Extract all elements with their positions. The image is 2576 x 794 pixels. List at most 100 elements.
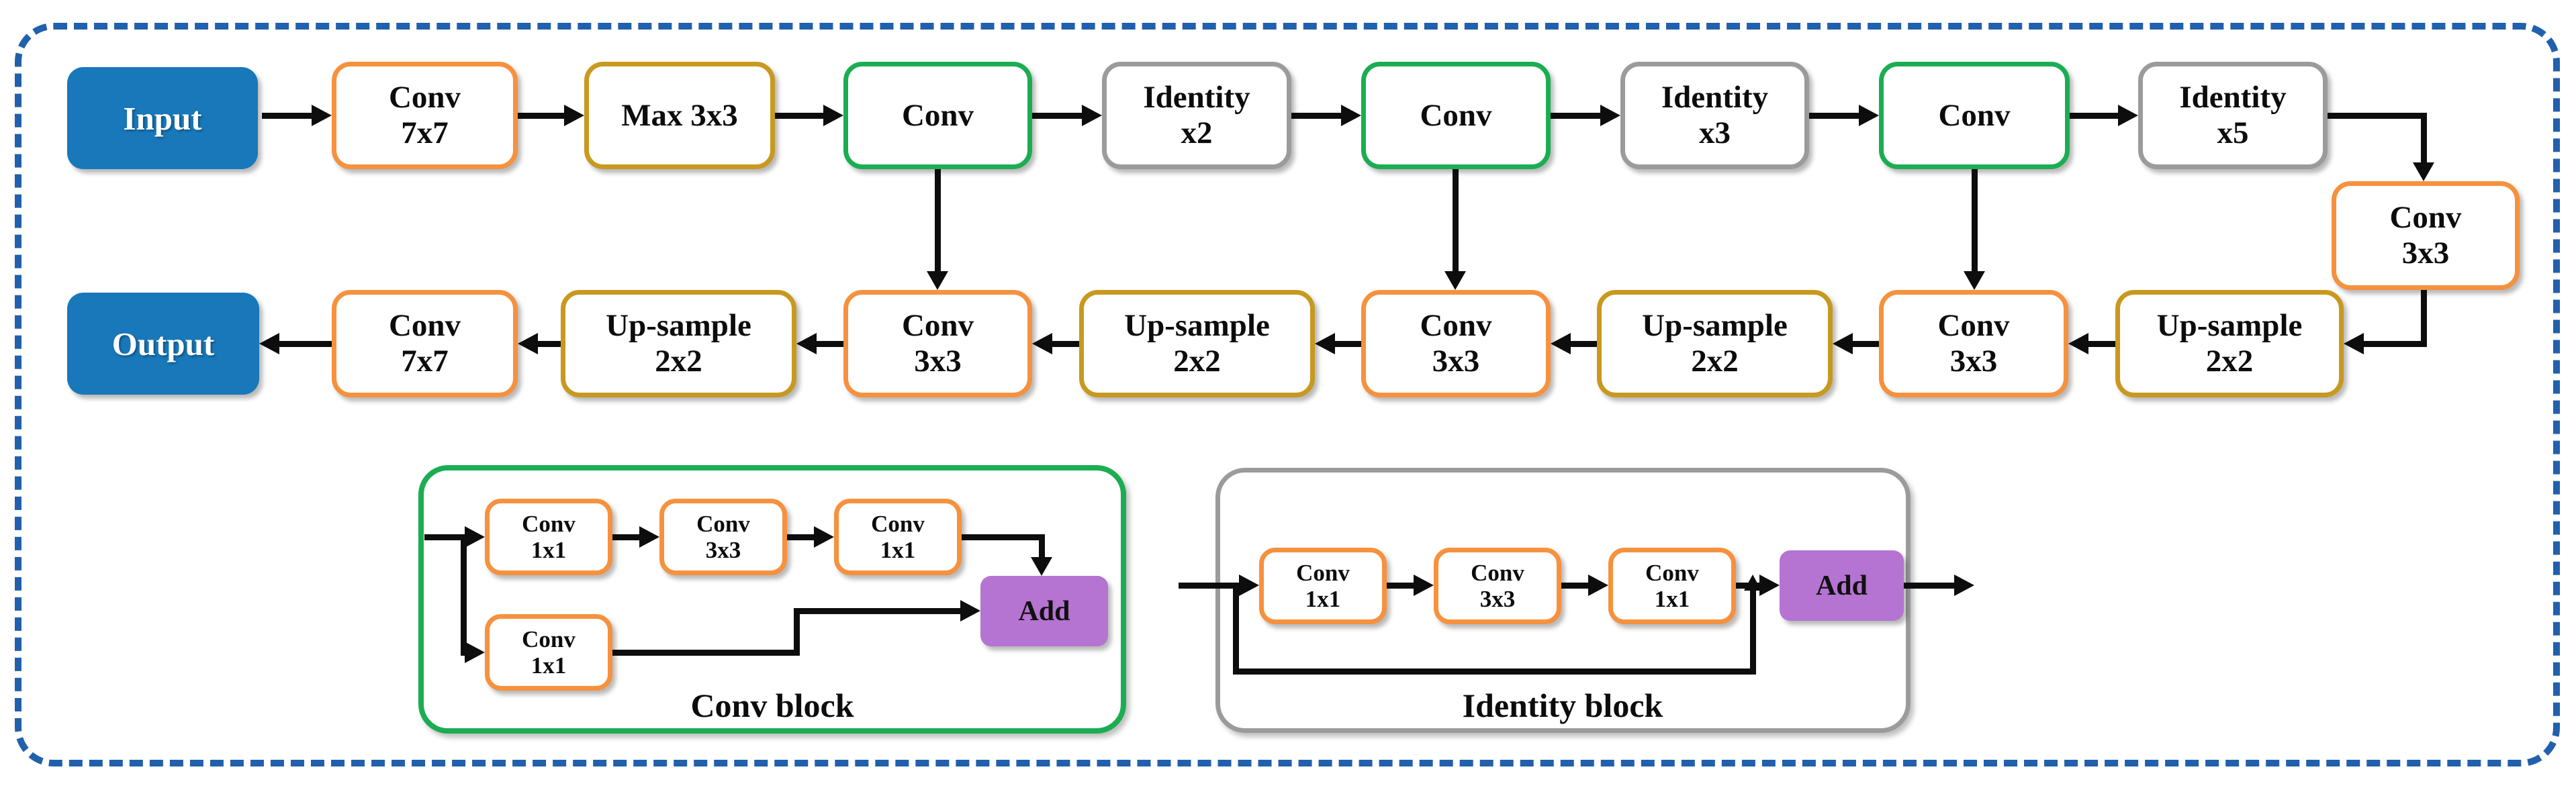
arrow-right-icon — [1414, 575, 1434, 596]
decoder-output-node: Output — [67, 293, 259, 395]
connector-line — [1291, 113, 1341, 119]
arrow-left-icon — [2068, 333, 2088, 354]
arrow-right-icon — [2118, 105, 2138, 126]
connector-line — [612, 650, 800, 656]
connector-line — [1233, 668, 1756, 675]
connector-line — [1453, 169, 1459, 271]
encoder-conv7x7-node: Conv 7x7 — [332, 62, 518, 169]
connector-line — [2364, 341, 2427, 347]
encoder-input-node: Input — [67, 67, 258, 169]
encoder-identity-x2-node: Identity x2 — [1102, 62, 1291, 169]
encoder-identity-x5-node: Identity x5 — [2138, 62, 2328, 169]
encoder-conv-block3-node: Conv — [1879, 62, 2070, 169]
arrow-left-icon — [1032, 333, 1052, 354]
connector-line — [2421, 290, 2427, 346]
arrow-right-icon — [960, 600, 980, 622]
arrow-right-icon — [1341, 105, 1361, 126]
connector-line — [794, 608, 960, 614]
connector-line — [935, 169, 941, 271]
connector-line — [1561, 583, 1588, 589]
arrow-right-icon — [823, 105, 843, 126]
connector-line — [1387, 583, 1414, 589]
connector-line — [1904, 583, 1954, 589]
conv-block-legend-title: Conv block — [690, 687, 854, 724]
connector-line — [1551, 113, 1600, 119]
decoder-upsample3-node: Up-sample 2x2 — [1597, 290, 1833, 397]
arrow-down-icon — [1444, 271, 1466, 290]
connector-line — [1335, 341, 1361, 347]
arrow-left-icon — [796, 333, 817, 354]
conv-block-conv3x3-node: Conv 3x3 — [659, 499, 787, 575]
arrow-right-icon — [312, 105, 332, 126]
connector-line — [1032, 113, 1082, 119]
arrow-right-icon — [1859, 105, 1879, 126]
encoder-identity-x3-node: Identity x3 — [1620, 62, 1809, 169]
connector-line — [262, 113, 312, 119]
connector-line — [279, 341, 332, 347]
connector-line — [787, 534, 814, 540]
arrow-down-icon — [1031, 557, 1052, 576]
bridge-conv3x3-node: Conv 3x3 — [2332, 181, 2520, 290]
arrow-left-icon — [1833, 333, 1853, 354]
arrow-right-icon — [1600, 105, 1620, 126]
connector-line — [1233, 583, 1239, 675]
arrow-right-icon — [1082, 105, 1102, 126]
arrow-left-icon — [259, 333, 279, 354]
connector-line — [461, 534, 467, 656]
decoder-conv3x3-2-node: Conv 3x3 — [1361, 290, 1551, 397]
connector-line — [1052, 341, 1079, 347]
arrow-left-icon — [1315, 333, 1335, 354]
connector-line — [817, 341, 843, 347]
connector-line — [2421, 113, 2427, 162]
connector-line — [775, 113, 823, 119]
connector-line — [1039, 534, 1045, 557]
connector-line — [424, 534, 466, 540]
connector-line — [1972, 169, 1978, 271]
decoder-conv7x7-node: Conv 7x7 — [332, 290, 518, 397]
dashed-boundary — [15, 23, 2560, 766]
connector-line — [1571, 341, 1597, 347]
arrow-right-icon — [465, 642, 485, 663]
decoder-upsample4-node: Up-sample 2x2 — [2115, 290, 2344, 397]
encoder-maxpool3x3-node: Max 3x3 — [584, 62, 775, 169]
arrow-down-icon — [2413, 162, 2434, 181]
arrow-right-icon — [1239, 575, 1259, 596]
arrow-right-icon — [1759, 575, 1780, 596]
arrow-down-icon — [1964, 271, 1985, 290]
arrow-left-icon — [518, 333, 538, 354]
connector-line — [612, 534, 639, 540]
identity-block-legend-title: Identity block — [1462, 687, 1663, 724]
connector-line — [2070, 113, 2118, 119]
decoder-upsample2-node: Up-sample 2x2 — [1079, 290, 1315, 397]
conv-block-shortcut-conv1x1-node: Conv 1x1 — [485, 614, 612, 691]
conv-block-conv1x1-b-node: Conv 1x1 — [834, 499, 962, 575]
decoder-conv3x3-1-node: Conv 3x3 — [843, 290, 1032, 397]
conv-block-add-node: Add — [980, 576, 1108, 646]
connector-line — [1809, 113, 1859, 119]
connector-line — [794, 608, 800, 652]
identity-block-conv1x1-b-node: Conv 1x1 — [1608, 548, 1736, 624]
arrow-left-icon — [1551, 333, 1571, 354]
arrow-right-icon — [639, 526, 659, 548]
encoder-conv-block2-node: Conv — [1361, 62, 1551, 169]
arrow-right-icon — [1954, 575, 1974, 596]
identity-block-conv1x1-a-node: Conv 1x1 — [1259, 548, 1387, 624]
arrow-right-icon — [814, 526, 834, 548]
encoder-conv-block1-node: Conv — [843, 62, 1032, 169]
arrow-right-icon — [564, 105, 584, 126]
arrow-left-icon — [2344, 333, 2364, 354]
arrow-down-icon — [927, 271, 948, 290]
conv-block-conv1x1-a-node: Conv 1x1 — [485, 499, 612, 575]
connector-line — [2328, 113, 2427, 119]
connector-line — [518, 113, 564, 119]
decoder-conv3x3-3-node: Conv 3x3 — [1879, 290, 2068, 397]
connector-line — [538, 341, 561, 347]
connector-line — [1736, 583, 1759, 589]
connector-line — [1853, 341, 1879, 347]
connector-line — [1179, 583, 1239, 589]
connector-line — [1750, 591, 1756, 675]
connector-line — [2088, 341, 2115, 347]
arrow-right-icon — [1588, 575, 1608, 596]
identity-block-add-node: Add — [1780, 550, 1904, 621]
connector-line — [962, 534, 1045, 540]
